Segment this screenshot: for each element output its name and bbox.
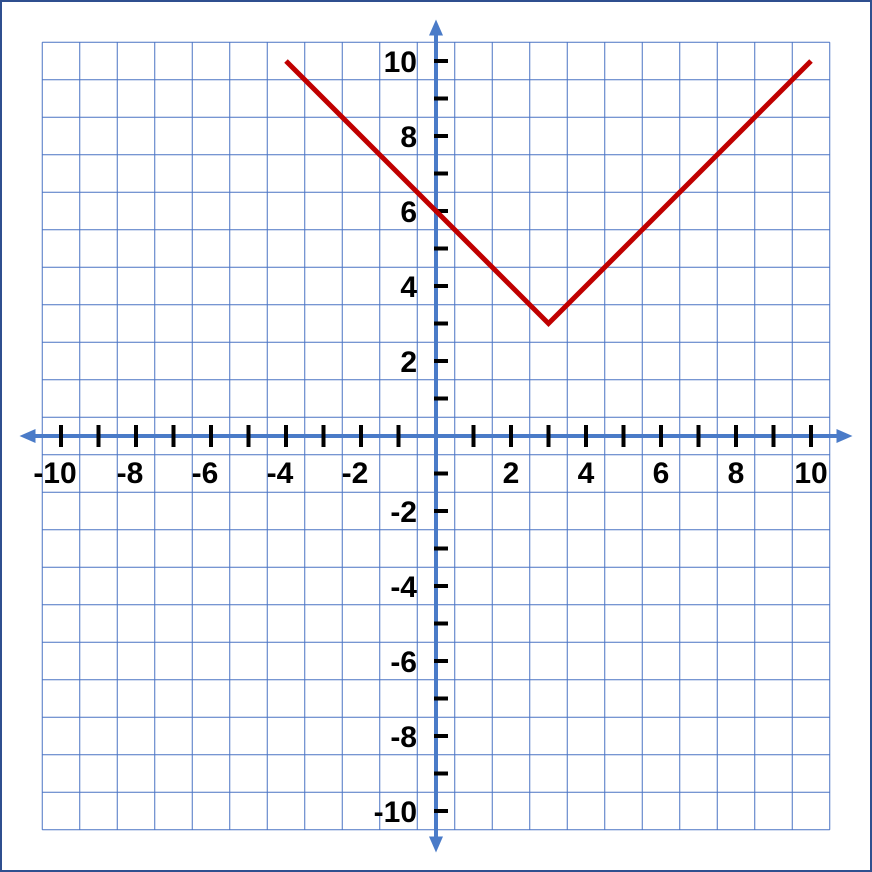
y-tick-labels: 10 8 6 4 2 -2 -4 -6 -8 -10	[374, 46, 418, 829]
x-tick-label: -4	[267, 457, 294, 490]
y-axis-arrow-down	[429, 836, 443, 853]
x-tick-label: -8	[117, 457, 144, 490]
y-tick-label: 4	[400, 271, 417, 304]
y-tick-label: 10	[384, 46, 417, 79]
x-tick-label: -6	[192, 457, 219, 490]
axes	[19, 19, 853, 853]
x-tick-labels: -10 -8 -6 -4 -2 2 4 6 8 10	[33, 457, 827, 490]
y-tick-label: 6	[400, 196, 417, 229]
x-tick-label: 4	[578, 457, 595, 490]
x-tick-label: 10	[794, 457, 827, 490]
x-axis-arrow-left	[19, 429, 36, 443]
y-axis-arrow-up	[429, 19, 443, 36]
y-tick-label: -6	[390, 646, 417, 679]
x-tick-label: 2	[503, 457, 520, 490]
series-layer	[284, 59, 813, 328]
y-tick-label: -10	[374, 796, 417, 829]
y-tick-label: -4	[390, 571, 417, 604]
x-tick-label: -2	[342, 457, 369, 490]
x-tick-label: 6	[653, 457, 670, 490]
x-tick-label: 8	[728, 457, 745, 490]
y-tick-label: 8	[400, 121, 417, 154]
x-axis-arrow-right	[836, 429, 853, 443]
y-tick-label: -8	[390, 721, 417, 754]
tick-marks	[59, 59, 813, 813]
y-tick-label: -2	[390, 496, 417, 529]
x-tick-label: -10	[33, 457, 76, 490]
y-tick-label: 2	[400, 346, 417, 379]
